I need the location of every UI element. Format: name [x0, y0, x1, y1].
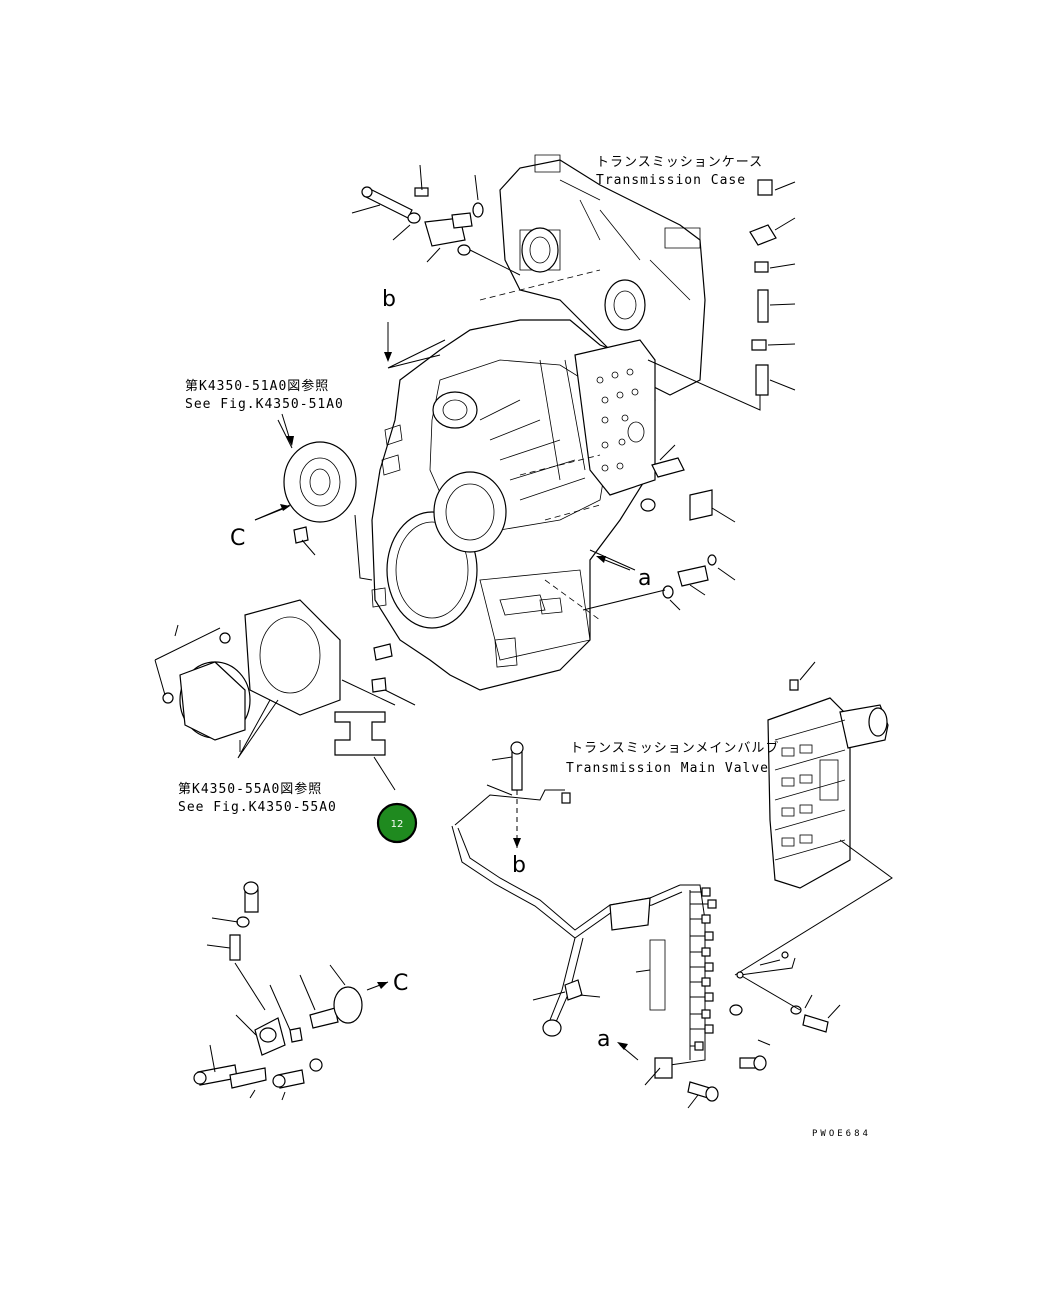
view-c-marker-lower: C	[393, 971, 408, 996]
badge-number[interactable]: 12	[391, 819, 404, 830]
view-a-marker-lower: a	[597, 1027, 610, 1052]
view-c-marker-left: C	[230, 526, 245, 551]
upper-fittings	[351, 164, 521, 276]
view-a-marker-right: a	[638, 566, 651, 591]
wiring-harness	[451, 741, 841, 1109]
fig51-ref-en: See Fig.K4350-51A0	[185, 397, 344, 412]
fig55-ref-jp: 第K4350-55A0図参照	[178, 781, 322, 797]
transmission-case-label-jp: トランスミッションケース	[596, 155, 763, 170]
main-valve	[734, 661, 893, 976]
cover-assembly	[154, 599, 416, 791]
part-number-badge[interactable]: 12	[376, 802, 418, 844]
view-b-marker-top: b	[382, 287, 396, 312]
badge-circle[interactable]	[376, 802, 418, 844]
main-valve-label-jp: トランスミッションメインバルブ	[570, 740, 779, 756]
arrows	[254, 322, 639, 1061]
fig51-ref-jp: 第K4350-51A0図参照	[185, 378, 329, 394]
flange-assembly	[254, 419, 373, 581]
transmission-case-label-en: Transmission Case	[596, 173, 746, 188]
drawing-code: PWOE684	[812, 1129, 871, 1139]
right-small-parts	[582, 179, 796, 611]
main-valve-label-en: Transmission Main Valve	[566, 761, 769, 776]
fig55-ref-en: See Fig.K4350-55A0	[178, 800, 337, 815]
connector-stubs	[690, 887, 717, 1051]
view-b-marker-lower: b	[512, 853, 526, 878]
transmission-case	[371, 154, 706, 691]
lower-left-assembly	[193, 881, 389, 1101]
